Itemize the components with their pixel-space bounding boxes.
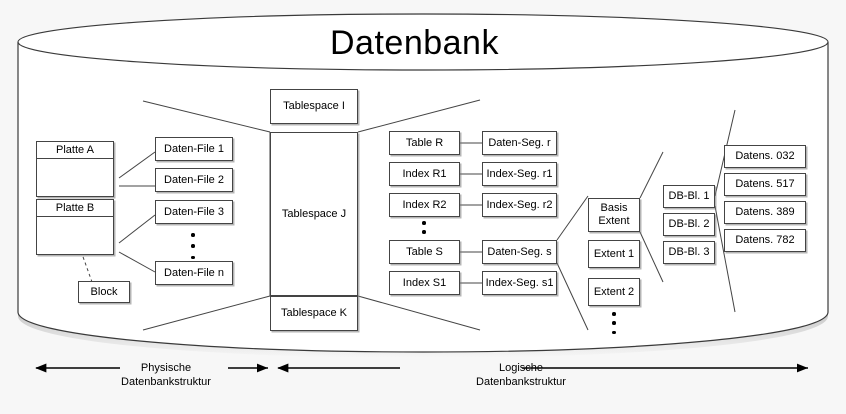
record-032: Datens. 032 xyxy=(724,145,806,168)
connector-group-objects-segments xyxy=(460,142,482,284)
daten-file-n: Daten-File n xyxy=(155,261,233,285)
disk-platte-b-label: Platte B xyxy=(37,200,113,217)
table-s: Table S xyxy=(389,240,460,264)
index-seg-r1: Index-Seg. r1 xyxy=(482,162,557,186)
daten-file-3: Daten-File 3 xyxy=(155,200,233,224)
db-block-1: DB-Bl. 1 xyxy=(663,185,715,208)
tablespace-i: Tablespace I xyxy=(270,89,358,124)
index-s1: Index S1 xyxy=(389,271,460,295)
legend-physical-line1: Physische xyxy=(140,362,192,374)
index-r1: Index R1 xyxy=(389,162,460,186)
connector-group-segments-extents xyxy=(556,195,589,331)
legend-physical-line2: Datenbankstruktur xyxy=(121,376,211,389)
daten-file-1: Daten-File 1 xyxy=(155,137,233,161)
index-seg-s1: Index-Seg. s1 xyxy=(482,271,557,295)
connector-group-extents-blocks xyxy=(639,151,664,283)
connector-group-disks-files xyxy=(118,151,156,273)
record-782: Datens. 782 xyxy=(724,229,806,252)
daten-files-ellipsis-icon xyxy=(190,233,196,259)
legend-logical-line2: Datenbankstruktur xyxy=(476,376,566,389)
table-r: Table R xyxy=(389,131,460,155)
disk-platte-a-graphic xyxy=(37,159,113,196)
index-r2: Index R2 xyxy=(389,193,460,217)
legend-logical-line1: Logische xyxy=(498,362,544,374)
legend-physical: Physische Datenbankstruktur xyxy=(106,361,226,390)
legend-logical: Logische Datenbankstruktur xyxy=(461,361,581,390)
disk-platte-b-graphic xyxy=(37,217,113,254)
record-517: Datens. 517 xyxy=(724,173,806,196)
cylinder-top xyxy=(17,13,829,71)
extents-ellipsis-icon xyxy=(611,312,617,334)
basis-extent-line2: Extent xyxy=(598,215,630,227)
disk-platte-a-label: Platte A xyxy=(37,142,113,159)
extent-2: Extent 2 xyxy=(588,278,640,306)
db-block-2: DB-Bl. 2 xyxy=(663,213,715,236)
basis-extent: Basis Extent xyxy=(588,198,640,232)
disk-platte-b: Platte B xyxy=(36,199,114,255)
record-389: Datens. 389 xyxy=(724,201,806,224)
db-block-3: DB-Bl. 3 xyxy=(663,241,715,264)
diagram-title: Datenbank xyxy=(330,24,499,62)
connector-group-tablespaces-objects xyxy=(357,99,481,331)
disk-platte-a: Platte A xyxy=(36,141,114,197)
basis-extent-line1: Basis xyxy=(600,202,628,215)
tablespace-j: Tablespace J xyxy=(270,132,358,296)
index-seg-r2: Index-Seg. r2 xyxy=(482,193,557,217)
extent-1: Extent 1 xyxy=(588,240,640,268)
daten-file-2: Daten-File 2 xyxy=(155,168,233,192)
daten-seg-r: Daten-Seg. r xyxy=(482,131,557,155)
tablespace-k: Tablespace K xyxy=(270,296,358,331)
daten-seg-s: Daten-Seg. s xyxy=(482,240,557,264)
block-box: Block xyxy=(78,281,130,303)
